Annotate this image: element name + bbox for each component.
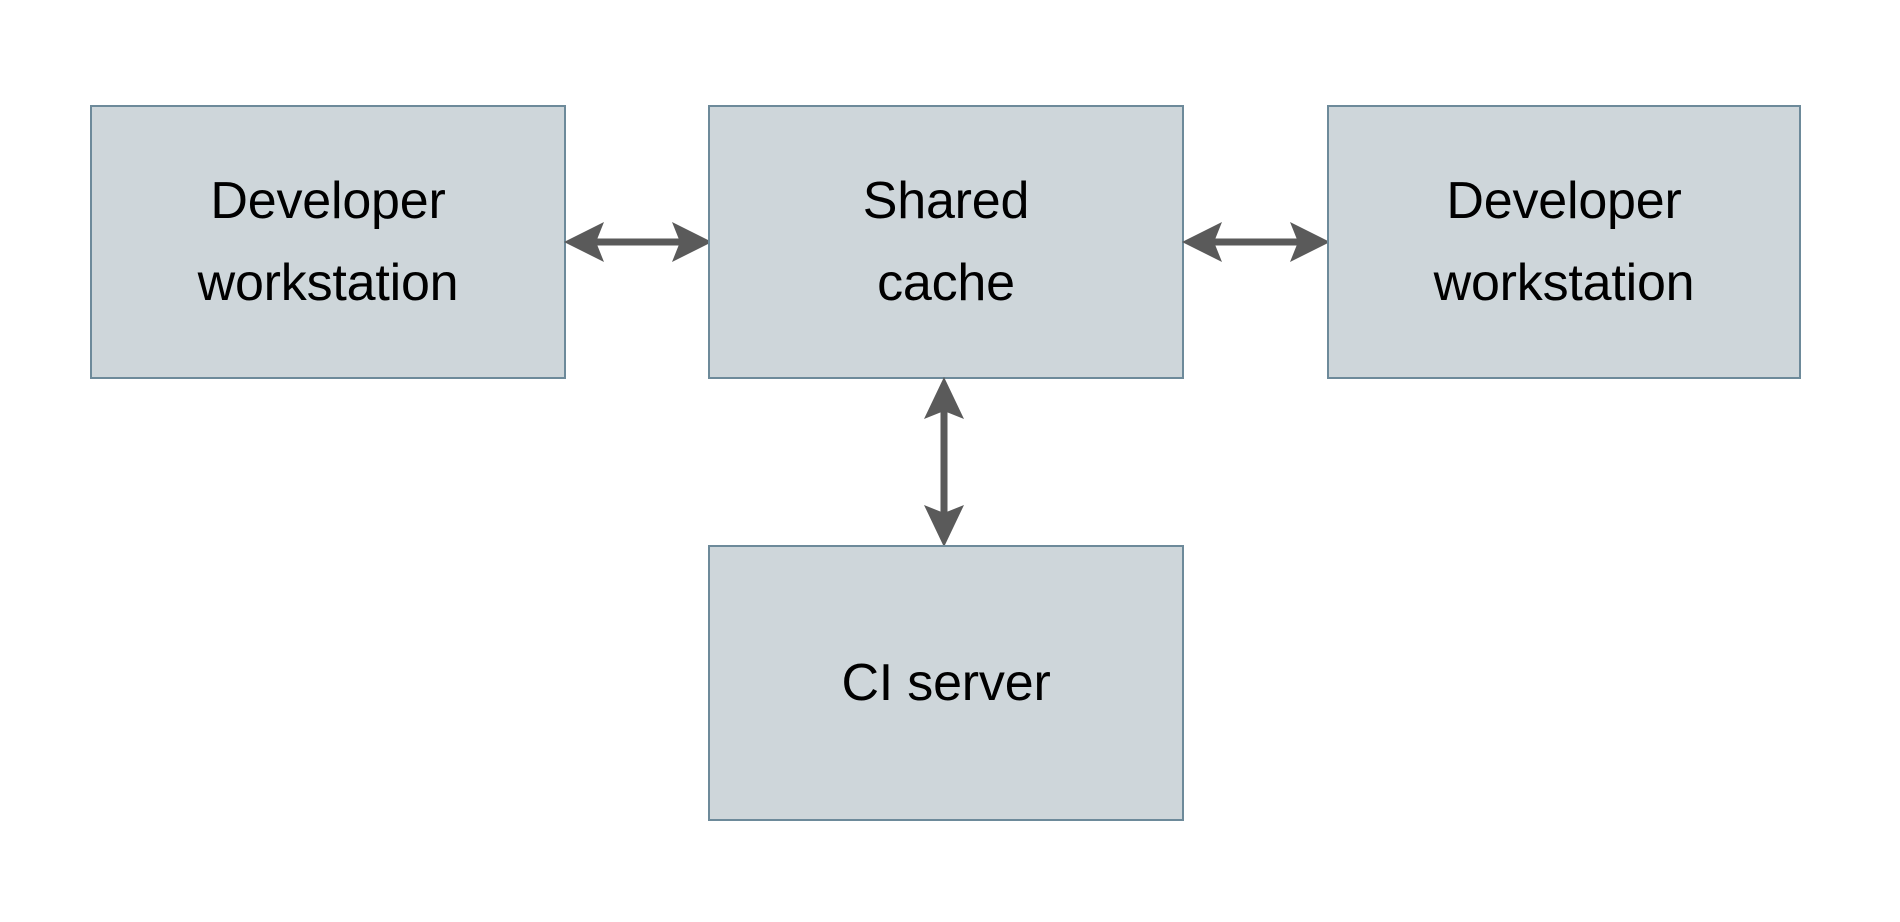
node-label: Developer workstation xyxy=(1433,171,1695,312)
node-ci-server[interactable]: CI server xyxy=(708,545,1184,821)
edge-shared-cache-to-developer-workstation-right xyxy=(1178,206,1334,278)
bidirectional-arrow-vertical-icon xyxy=(924,377,964,547)
bidirectional-arrow-horizontal-icon xyxy=(1182,222,1330,262)
node-label: CI server xyxy=(841,653,1051,712)
node-developer-workstation-right[interactable]: Developer workstation xyxy=(1327,105,1801,379)
edge-developer-workstation-left-to-shared-cache xyxy=(560,206,716,278)
node-label: Shared cache xyxy=(862,171,1030,312)
node-shared-cache[interactable]: Shared cache xyxy=(708,105,1184,379)
edge-shared-cache-to-ci-server xyxy=(908,373,980,551)
node-developer-workstation-left[interactable]: Developer workstation xyxy=(90,105,566,379)
bidirectional-arrow-horizontal-icon xyxy=(564,222,712,262)
node-label: Developer workstation xyxy=(197,171,459,312)
